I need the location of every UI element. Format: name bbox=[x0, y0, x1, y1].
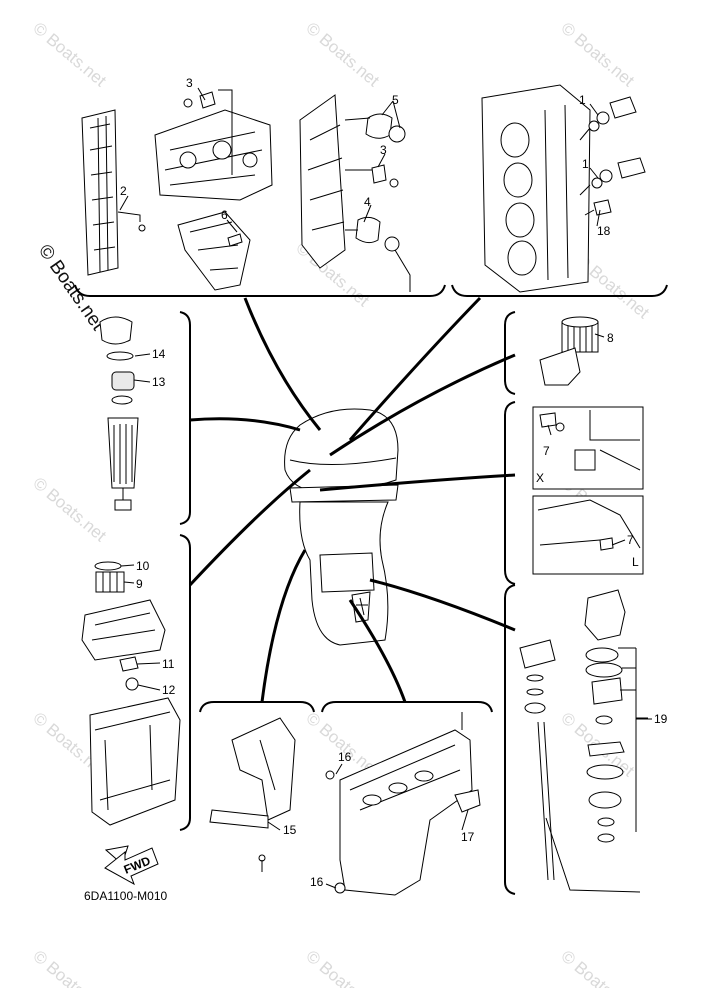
part-number-label: 8 bbox=[607, 331, 614, 345]
cylinder-head-drawing bbox=[481, 84, 646, 293]
watermark: © Boats.net bbox=[557, 19, 638, 91]
part-number-label: 10 bbox=[136, 559, 150, 573]
exhaust-cover-gasket-drawing bbox=[81, 109, 146, 276]
watermark: © Boats.net bbox=[29, 474, 110, 546]
view-label-l: L bbox=[632, 555, 639, 569]
part-number-label: 18 bbox=[597, 224, 611, 238]
left-lower-bracket bbox=[179, 534, 191, 831]
part-number-label: 7 bbox=[543, 444, 550, 458]
part-number-label: 5 bbox=[392, 93, 399, 107]
part-number-label: 12 bbox=[162, 683, 176, 697]
fuel-filter-drawing bbox=[99, 316, 139, 511]
part-number-label: 11 bbox=[162, 657, 175, 671]
top-left-bracket bbox=[74, 284, 446, 297]
outboard-engine-silhouette bbox=[284, 408, 399, 646]
part-number-label: 17 bbox=[461, 830, 475, 844]
watermark: © Boats.net bbox=[29, 19, 110, 91]
oil-filter-drawing bbox=[539, 316, 599, 386]
top-right-bracket bbox=[451, 284, 668, 297]
anode-bracket-drawing bbox=[209, 717, 296, 872]
part-number-label: 3 bbox=[186, 76, 193, 90]
bottom-left-bracket bbox=[199, 701, 315, 713]
callout-leaders bbox=[119, 87, 652, 889]
part-number-label: 15 bbox=[283, 823, 297, 837]
watermark: © Boats.net bbox=[302, 947, 383, 988]
bottom-right-bracket bbox=[321, 701, 493, 713]
diagram-code: 6DA1100-M010 bbox=[84, 889, 167, 903]
part-number-label: 7 bbox=[627, 533, 634, 547]
detail-panel-l bbox=[532, 495, 644, 575]
forward-direction-arrow: FWD bbox=[104, 847, 159, 886]
watermark: © Boats.net bbox=[557, 947, 638, 988]
part-number-label: 3 bbox=[380, 143, 387, 157]
view-label-x: X bbox=[536, 471, 544, 485]
thermostat-housing-drawing bbox=[154, 89, 273, 291]
left-upper-bracket bbox=[179, 311, 191, 525]
part-number-labels: 3 2 6 5 3 4 1 1 18 8 14 13 10 9 11 12 7 … bbox=[120, 76, 668, 889]
cylinder-block-side-drawing bbox=[299, 94, 411, 292]
part-number-label: 1 bbox=[579, 93, 586, 107]
part-number-label: 14 bbox=[152, 347, 166, 361]
right-top-bracket bbox=[504, 311, 516, 395]
part-number-label: 2 bbox=[120, 184, 127, 198]
part-number-label: 1 bbox=[582, 157, 589, 171]
water-pump-drawing bbox=[519, 589, 648, 893]
vapor-separator-drawing bbox=[81, 561, 181, 865]
watermark: © Boats.net bbox=[302, 19, 383, 91]
right-middle-bracket bbox=[504, 401, 516, 585]
part-number-label: 16 bbox=[310, 875, 324, 889]
lower-unit-drawing bbox=[325, 712, 481, 896]
part-number-label: 13 bbox=[152, 375, 166, 389]
part-number-label: 19 bbox=[654, 712, 668, 726]
part-number-label: 9 bbox=[136, 577, 143, 591]
right-bottom-bracket bbox=[504, 584, 516, 895]
engine-leader-lines bbox=[188, 296, 516, 703]
watermark: © Boats.net bbox=[29, 947, 110, 988]
drain-plug-detail-drawing bbox=[537, 410, 641, 551]
part-number-label: 6 bbox=[221, 208, 228, 222]
part-number-label: 16 bbox=[338, 750, 352, 764]
part-number-label: 4 bbox=[364, 195, 371, 209]
